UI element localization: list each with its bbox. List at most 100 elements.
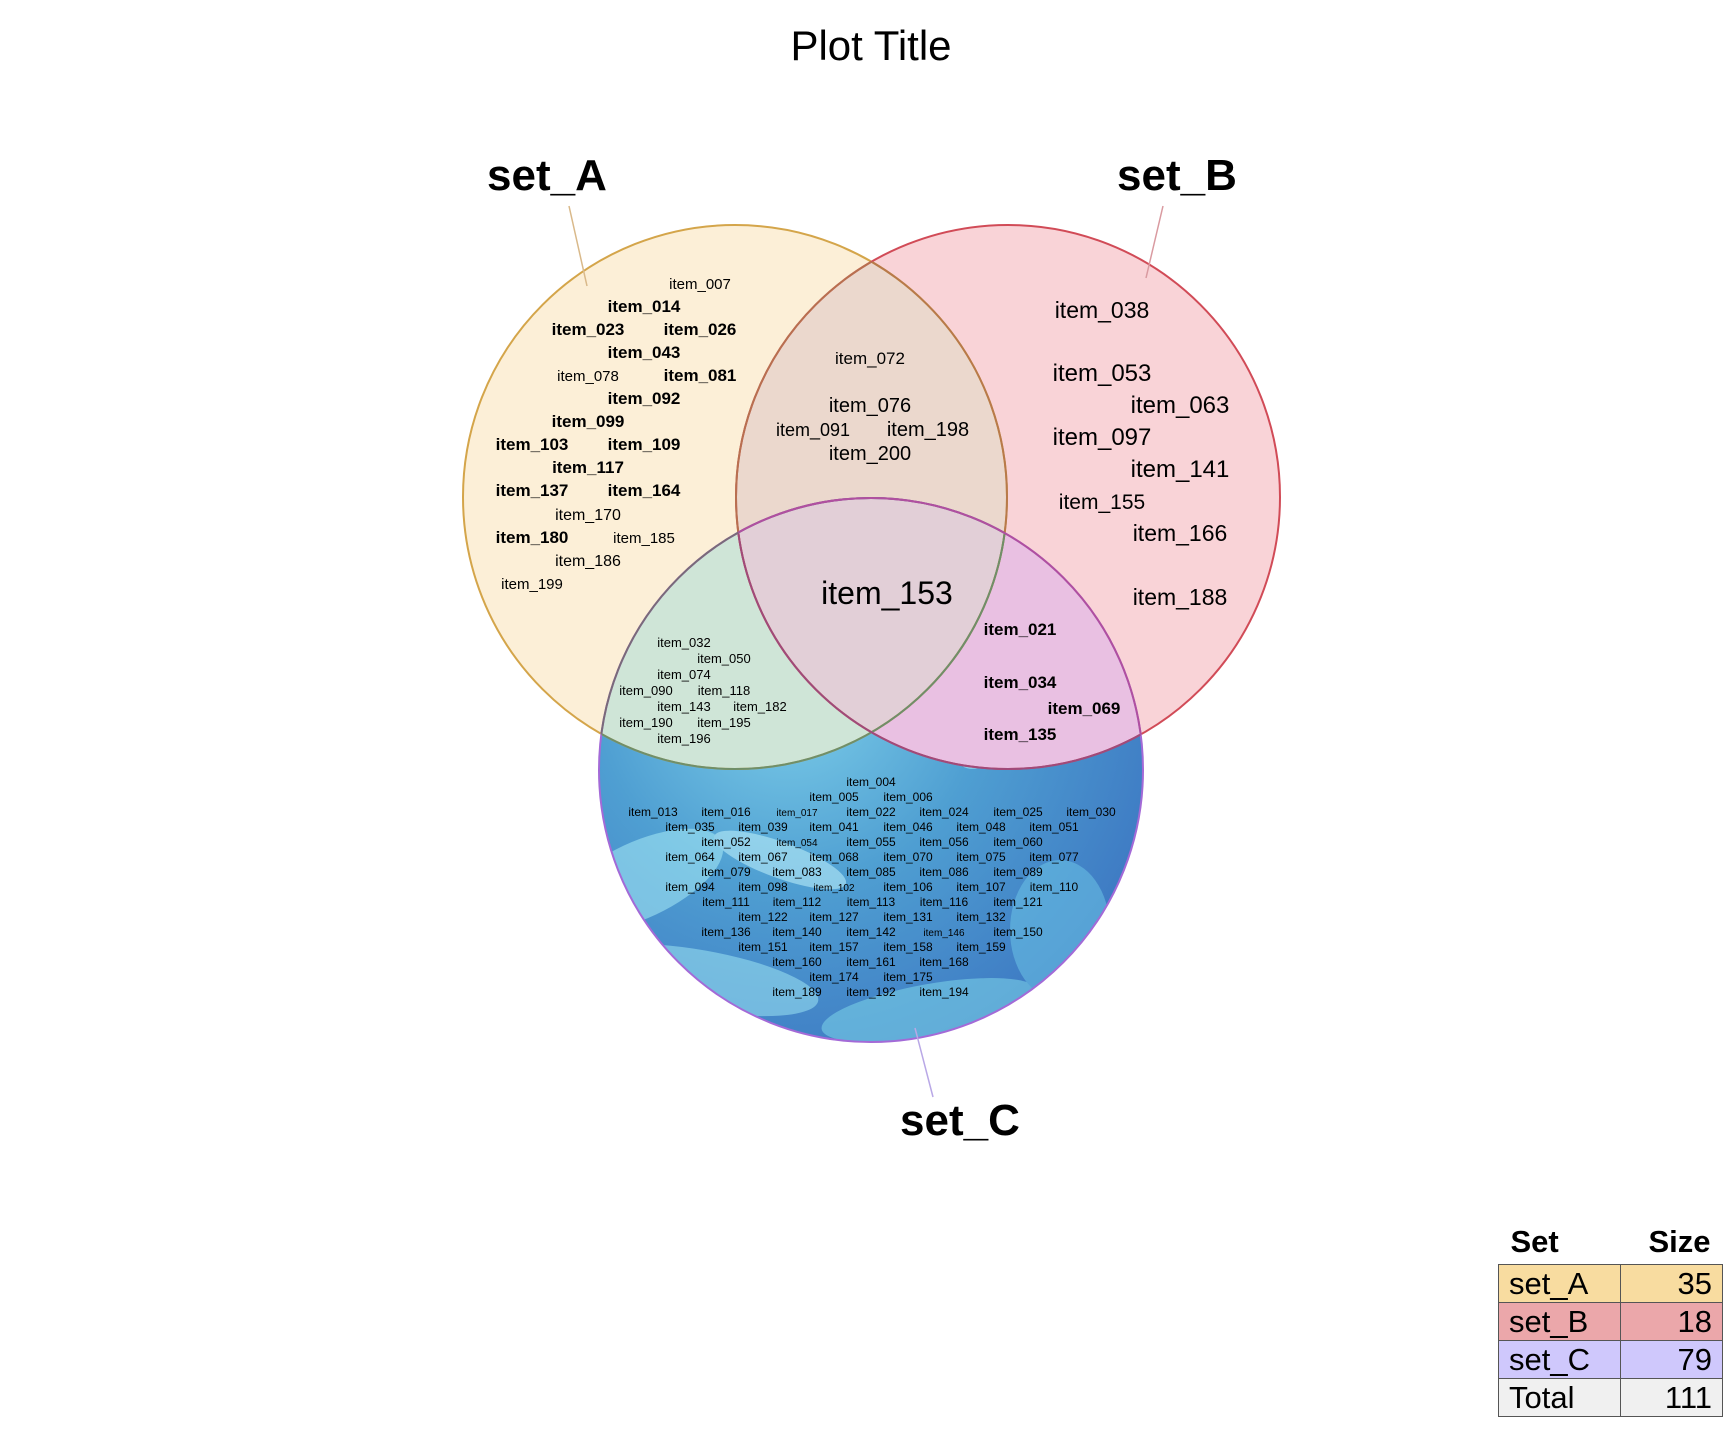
row-set-name: set_A xyxy=(1498,1264,1621,1303)
item-label: item_121 xyxy=(993,895,1043,909)
item-label: item_016 xyxy=(701,805,751,819)
set-c-leader xyxy=(914,1027,934,1098)
item-label: item_185 xyxy=(613,530,675,547)
item-label: item_038 xyxy=(1055,297,1150,323)
item-label: item_153 xyxy=(821,575,953,611)
item-label: item_005 xyxy=(809,790,859,804)
set-a-label: set_A xyxy=(487,151,607,200)
item-label: item_170 xyxy=(555,507,621,524)
item-label: item_094 xyxy=(665,880,715,894)
item-label: item_024 xyxy=(919,805,969,819)
item-label: item_159 xyxy=(956,940,1006,954)
item-label: item_190 xyxy=(619,715,672,730)
item-label: item_111 xyxy=(702,895,750,909)
set-b-label: set_B xyxy=(1117,151,1237,200)
item-label: item_137 xyxy=(496,481,569,500)
item-label: item_198 xyxy=(887,419,969,441)
item-label: item_106 xyxy=(883,880,933,894)
item-label: item_017 xyxy=(776,808,818,819)
item-label: item_021 xyxy=(984,620,1057,639)
item-label: item_182 xyxy=(733,699,786,714)
item-label: item_113 xyxy=(847,895,896,909)
item-label: item_092 xyxy=(608,389,681,408)
item-label: item_053 xyxy=(1053,360,1152,387)
item-label: item_098 xyxy=(738,880,788,894)
item-label: item_194 xyxy=(919,985,969,999)
item-label: item_013 xyxy=(628,805,678,819)
item-label: item_034 xyxy=(984,673,1057,692)
item-label: item_089 xyxy=(993,865,1043,879)
item-label: item_030 xyxy=(1066,805,1116,819)
table-header-row: Set Size xyxy=(1499,1222,1723,1265)
item-label: item_063 xyxy=(1131,392,1230,419)
item-label: item_067 xyxy=(738,850,788,864)
row-total-value: 111 xyxy=(1620,1378,1723,1417)
item-label: item_146 xyxy=(923,928,965,939)
item-label: item_014 xyxy=(608,297,681,316)
item-label: item_006 xyxy=(883,790,933,804)
item-label: item_189 xyxy=(772,985,822,999)
item-label: item_083 xyxy=(772,865,822,879)
item-label: item_136 xyxy=(701,925,751,939)
item-label: item_186 xyxy=(555,553,621,570)
item-label: item_141 xyxy=(1131,456,1230,483)
item-label: item_135 xyxy=(984,725,1057,744)
item-label: item_054 xyxy=(776,838,818,849)
item-label: item_004 xyxy=(846,775,896,789)
item-label: item_199 xyxy=(501,576,563,593)
item-label: item_155 xyxy=(1059,491,1145,514)
row-set-size: 18 xyxy=(1620,1302,1723,1341)
item-label: item_050 xyxy=(697,651,750,666)
item-label: item_180 xyxy=(496,528,569,547)
item-label: item_142 xyxy=(846,925,896,939)
item-label: item_023 xyxy=(552,320,625,339)
item-label: item_168 xyxy=(919,955,969,969)
header-size: Size xyxy=(1648,1224,1711,1259)
item-label: item_112 xyxy=(773,895,822,909)
item-label: item_076 xyxy=(829,395,911,417)
item-label: item_099 xyxy=(552,412,625,431)
row-set-name: set_B xyxy=(1498,1302,1621,1341)
item-label: item_140 xyxy=(772,925,822,939)
item-label: item_026 xyxy=(664,320,737,339)
item-label: item_110 xyxy=(1030,880,1079,894)
item-label: item_174 xyxy=(809,970,859,984)
item-label: item_060 xyxy=(993,835,1043,849)
item-label: item_158 xyxy=(883,940,933,954)
item-label: item_117 xyxy=(552,458,624,477)
item-label: item_161 xyxy=(846,955,896,969)
item-label: item_064 xyxy=(665,850,715,864)
set-c-label: set_C xyxy=(900,1096,1020,1145)
item-label: item_192 xyxy=(846,985,896,999)
item-label: item_086 xyxy=(919,865,969,879)
row-total-label: Total xyxy=(1498,1378,1621,1417)
row-set-name: set_C xyxy=(1498,1340,1621,1379)
item-label: item_143 xyxy=(657,699,710,714)
item-label: item_175 xyxy=(883,970,933,984)
item-label: item_074 xyxy=(657,667,710,682)
item-label: item_103 xyxy=(496,435,569,454)
item-label: item_035 xyxy=(665,820,715,834)
table-row: set_C 79 xyxy=(1498,1340,1723,1379)
item-label: item_200 xyxy=(829,443,911,465)
item-label: item_048 xyxy=(956,820,1006,834)
item-label: item_055 xyxy=(846,835,896,849)
item-label: item_051 xyxy=(1029,820,1079,834)
item-label: item_188 xyxy=(1133,584,1228,610)
plot-title: Plot Title xyxy=(790,22,952,69)
item-label: item_196 xyxy=(657,731,710,746)
item-label: item_068 xyxy=(809,850,859,864)
item-label: item_151 xyxy=(738,940,788,954)
table-row-total: Total 111 xyxy=(1498,1378,1723,1417)
item-label: item_109 xyxy=(608,435,681,454)
item-label: item_077 xyxy=(1029,850,1079,864)
item-label: item_107 xyxy=(956,880,1006,894)
item-label: item_116 xyxy=(920,895,969,909)
row-set-size: 79 xyxy=(1620,1340,1723,1379)
item-label: item_160 xyxy=(772,955,822,969)
table-row: set_A 35 xyxy=(1498,1264,1723,1303)
item-label: item_164 xyxy=(608,481,681,500)
item-label: item_085 xyxy=(846,865,896,879)
